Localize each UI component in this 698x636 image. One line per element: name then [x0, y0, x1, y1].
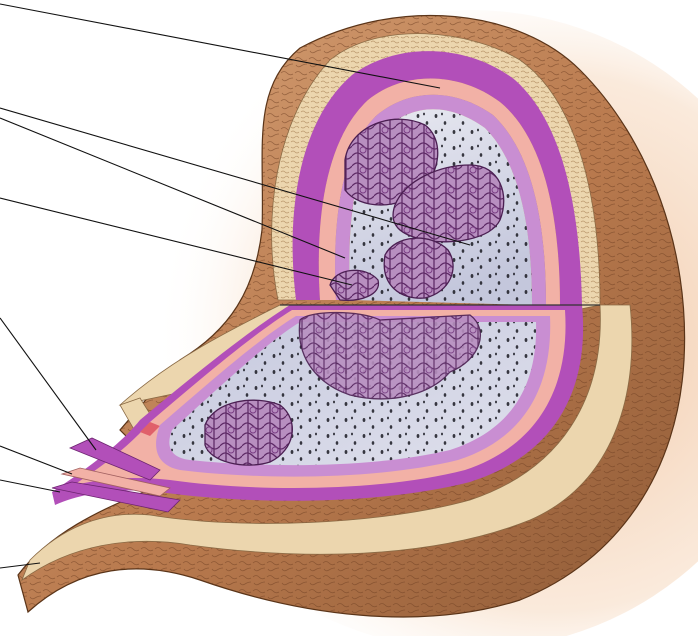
- leader-line: [0, 480, 60, 492]
- cell-mass: [205, 400, 292, 465]
- leader-line: [0, 446, 72, 474]
- leader-line: [0, 318, 96, 450]
- cell-mass: [384, 238, 453, 298]
